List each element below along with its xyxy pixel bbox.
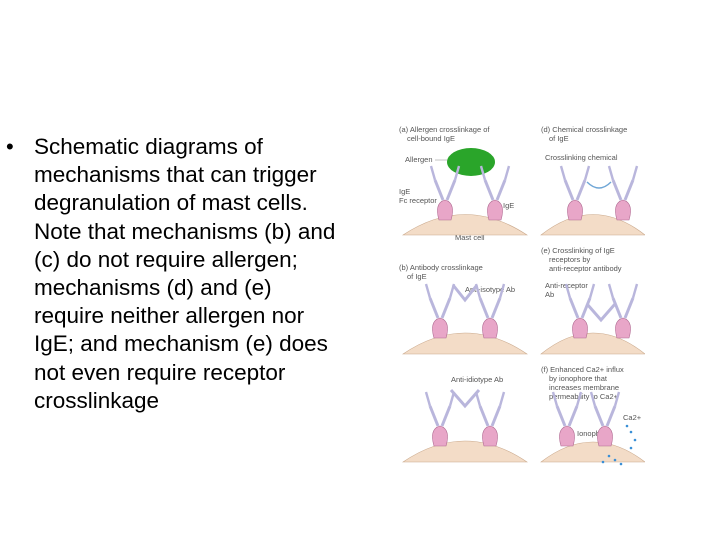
crosslinking-chemical-label: Crosslinking chemical: [545, 153, 618, 162]
panel-f-title: increases membrane: [549, 383, 619, 392]
bullet-line: IgE; and mechanism (e) does: [34, 331, 328, 357]
anti-receptor-label: Ab: [545, 290, 554, 299]
panel-d-title: of IgE: [549, 134, 569, 143]
panel-a-title: cell-bound IgE: [407, 134, 455, 143]
bullet-line: require neither allergen nor: [34, 303, 305, 329]
panel-a: (a) Allergen crosslinkage of cell-bound …: [399, 125, 528, 242]
mast-cell-shape: [402, 214, 528, 236]
bullet-line: crosslinkage: [34, 387, 160, 413]
bullet-text: Schematic diagrams of mechanisms that ca…: [34, 133, 335, 415]
figure-svg: (a) Allergen crosslinkage of cell-bound …: [399, 125, 645, 466]
ige-label: IgE: [503, 201, 514, 210]
ca-label: Ca2+: [623, 413, 642, 422]
anti-idiotype-label: Anti-idiotype Ab: [451, 375, 503, 384]
mast-cell-shape: [402, 332, 528, 355]
panel-f: (f) Enhanced Ca2+ influx by ionophore th…: [540, 365, 645, 466]
ionophore-label: Ionophore: [577, 429, 611, 438]
ige-receptor-label: IgE: [399, 187, 410, 196]
bullet-line: (c) do not require allergen;: [34, 246, 298, 272]
panel-f-title: by ionophore that: [549, 374, 608, 383]
allergen-label: Allergen: [405, 155, 433, 164]
bullet-icon: •: [6, 134, 14, 159]
panel-e-title: (e) Crosslinking of IgE: [541, 246, 615, 255]
allergen-shape: [447, 148, 495, 176]
bullet-point: • Schematic diagrams of mechanisms that …: [6, 133, 386, 415]
panel-e-title: anti-receptor antibody: [549, 264, 622, 273]
panel-f-title: permeability to Ca2+: [549, 392, 619, 401]
panel-f-title: (f) Enhanced Ca2+ influx: [541, 365, 624, 374]
bullet-line: Schematic diagrams of: [34, 134, 263, 159]
panel-b: (b) Antibody crosslinkage of IgE Anti-is…: [399, 263, 528, 355]
panel-b-title: of IgE: [407, 272, 427, 281]
panel-d-title: (d) Chemical crosslinkage: [541, 125, 627, 134]
mast-cell-shape: [540, 441, 645, 463]
panel-a-title: (a) Allergen crosslinkage of: [399, 125, 490, 134]
ige-receptor-label: Fc receptor: [399, 196, 437, 205]
mast-cell-degranulation-figure: (a) Allergen crosslinkage of cell-bound …: [395, 122, 645, 467]
panel-e-title: receptors by: [549, 255, 591, 264]
mast-cell-label: Mast cell: [455, 233, 485, 242]
panel-e: (e) Crosslinking of IgE receptors by ant…: [540, 246, 645, 355]
bullet-line: mechanisms that can trigger: [34, 162, 317, 188]
panel-d: (d) Chemical crosslinkage of IgE Crossli…: [540, 125, 645, 236]
bullet-line: degranulation of mast cells.: [34, 190, 308, 216]
bullet-line: mechanisms (d) and (e): [34, 275, 272, 301]
bullet-line: not even require receptor: [34, 359, 286, 385]
anti-isotype-label: Anti-isotype Ab: [465, 285, 515, 294]
panel-b-title: (b) Antibody crosslinkage: [399, 263, 483, 272]
panel-c: Anti-idiotype Ab: [402, 375, 528, 463]
bullet-line: Note that mechanisms (b) and: [34, 218, 336, 244]
mast-cell-shape: [402, 440, 528, 463]
calcium-dots: [601, 424, 637, 466]
